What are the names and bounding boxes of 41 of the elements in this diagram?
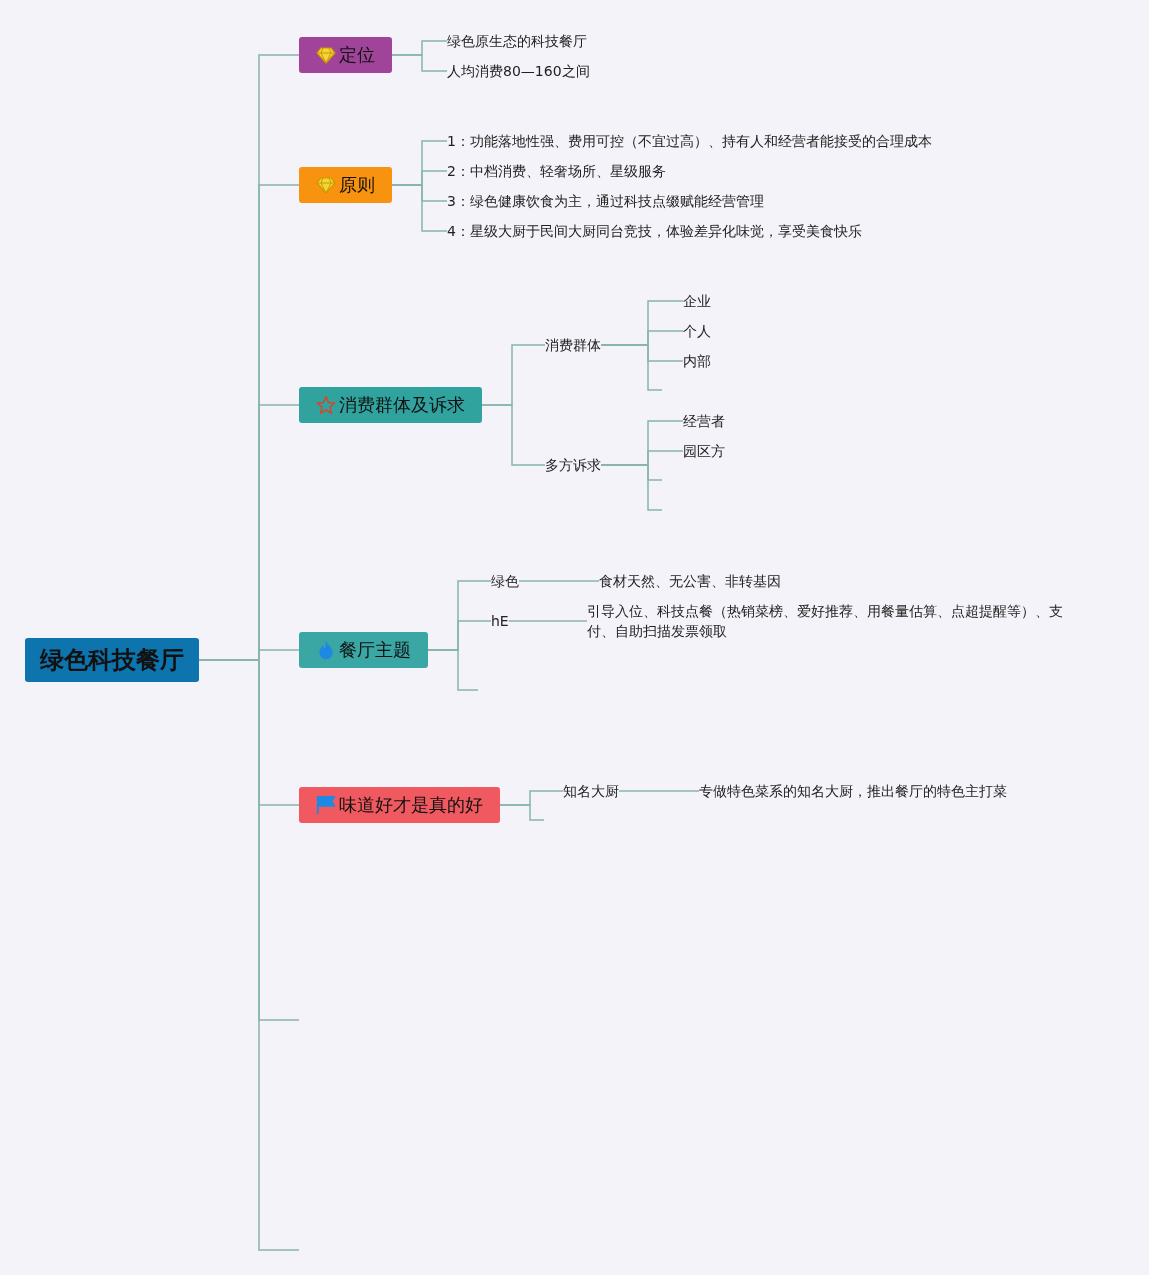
branch-line [481, 404, 546, 466]
branch-line [391, 184, 448, 232]
topic-label: 餐厅主题 [339, 638, 411, 662]
topic-label: 定位 [339, 43, 375, 67]
branch-text: 个人 [683, 320, 711, 342]
branch-line [391, 54, 448, 72]
branch-text: 3：绿色健康饮食为主，通过科技点缀赋能经营管理 [447, 190, 764, 212]
topic-label: 味道好才是真的好 [339, 793, 483, 817]
branch-text: 2：中档消费、轻奢场所、星级服务 [447, 160, 666, 182]
branch-text: 多方诉求 [545, 454, 601, 476]
branch-text: 经营者 [683, 410, 725, 432]
branch-text: 专做特色菜系的知名大厨，推出餐厅的特色主打菜 [699, 780, 1007, 802]
topic-box [299, 787, 500, 823]
branch-text: 人均消费80—160之间 [447, 60, 590, 82]
branch-text: 1：功能落地性强、费用可控（不宜过高）、持有人和经营者能接受的合理成本 [447, 130, 932, 152]
topic-box [299, 632, 428, 668]
branch-text: 绿色原生态的科技餐厅 [447, 30, 587, 52]
branch-line [427, 649, 479, 691]
branch-text: 4：星级大厨于民间大厨同台竞技，体验差异化味觉，享受美食快乐 [447, 220, 862, 242]
topic-box [299, 167, 392, 203]
branch-line [507, 620, 588, 622]
topic-label: 消费群体及诉求 [339, 393, 465, 417]
branch-text: 引导入位、科技点餐（热销菜榜、爱好推荐、用餐量估算、点超提醒等）、支付、自助扫描发票领取 [587, 600, 1077, 642]
branch-line [600, 464, 663, 511]
topic-label: 绿色科技餐厅 [40, 645, 184, 676]
topic-box [299, 387, 482, 423]
branch-text: 内部 [683, 350, 711, 372]
root-topic-box [25, 638, 199, 682]
branch-text: 园区方 [683, 440, 725, 462]
branch-text: 消费群体 [545, 334, 601, 356]
branch-line [518, 580, 600, 582]
branch-line [618, 790, 700, 792]
branch-text: 企业 [683, 290, 711, 312]
topic-label: 原则 [339, 173, 375, 197]
branch-text: 绿色 [491, 570, 519, 592]
branch-line [600, 344, 663, 391]
branch-text: hE [491, 610, 509, 632]
topic-box [299, 37, 392, 73]
branch-text: 知名大厨 [563, 780, 619, 802]
branch-line [499, 804, 545, 821]
branch-text: 食材天然、无公害、非转基因 [599, 570, 781, 592]
